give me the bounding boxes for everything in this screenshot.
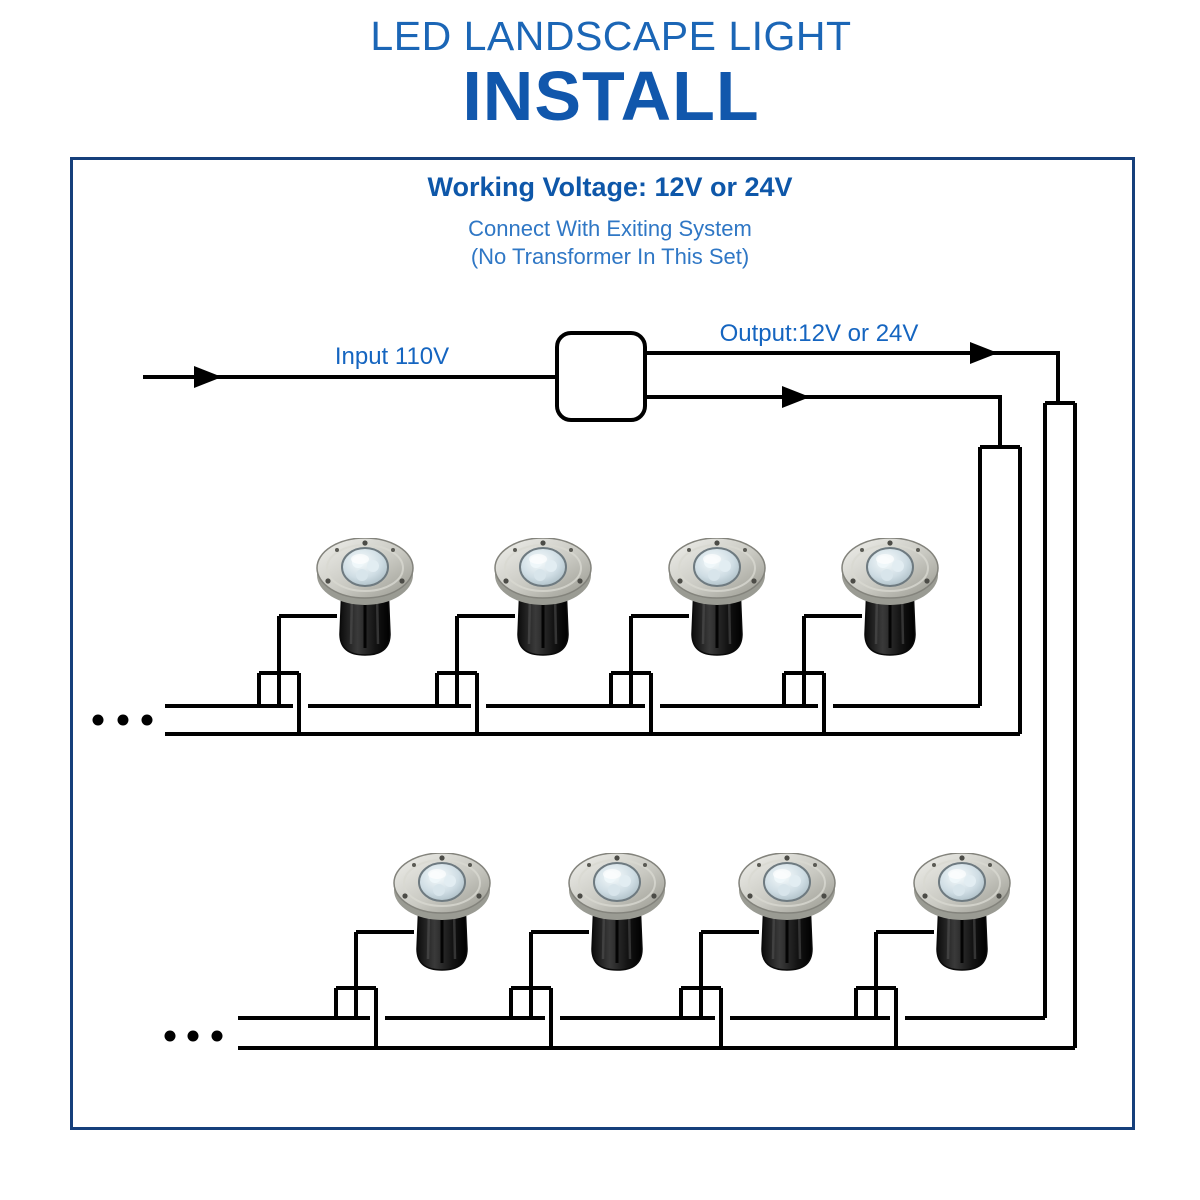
- inground-light-photo: [667, 538, 767, 657]
- inground-light-photo: [392, 853, 492, 972]
- light-connector: [334, 930, 414, 1048]
- arrow-right-icon: [970, 342, 998, 364]
- light-connector: [435, 614, 515, 734]
- light-connector: [782, 614, 862, 734]
- ellipsis-dots: [92, 714, 153, 726]
- input-label: Input 110V: [335, 343, 449, 370]
- arrow-right-icon: [194, 366, 222, 388]
- input-wire: Input 110V: [143, 343, 557, 388]
- light-connector: [257, 614, 337, 734]
- row-2-bus: [164, 1016, 1075, 1050]
- output-label: Output:12V or 24V: [720, 320, 919, 347]
- light-connector: [509, 930, 589, 1048]
- row-1-connectors: [257, 614, 862, 734]
- row-1-lights: [315, 538, 940, 657]
- page-subtitle: INSTALL: [462, 57, 760, 136]
- row-1-bus: [92, 704, 1020, 736]
- output-top-line: [645, 351, 1060, 403]
- voltage-heading: Working Voltage: 12V or 24V: [427, 172, 793, 202]
- inground-light-photo: [567, 853, 667, 972]
- inground-light-photo: [912, 853, 1012, 972]
- existing-transformer-box: [555, 331, 647, 422]
- row-2-connectors: [334, 930, 934, 1048]
- output-wire-top: Output:12V or 24V: [645, 320, 1060, 403]
- inground-light-photo: [493, 538, 593, 657]
- header: LED LANDSCAPE LIGHT INSTALL: [0, 12, 1200, 131]
- ellipsis-dots: [164, 1030, 223, 1042]
- inground-light-photo: [315, 538, 415, 657]
- page-title: LED LANDSCAPE LIGHT: [370, 13, 852, 59]
- light-connector: [609, 614, 689, 734]
- note-line-2: (No Transformer In This Set): [470, 244, 750, 269]
- inground-light-photo: [840, 538, 940, 657]
- arrow-right-icon: [782, 386, 810, 408]
- output-wire-bottom: [645, 386, 1002, 447]
- inground-light-photo: [737, 853, 837, 972]
- note-line-1: Connect With Exiting System: [468, 216, 752, 241]
- light-connector: [679, 930, 759, 1048]
- feed-cable-row-1: [978, 445, 1022, 734]
- feed-cable-row-2: [1043, 401, 1077, 1048]
- light-connector: [854, 930, 934, 1048]
- output-bottom-line: [645, 395, 1002, 447]
